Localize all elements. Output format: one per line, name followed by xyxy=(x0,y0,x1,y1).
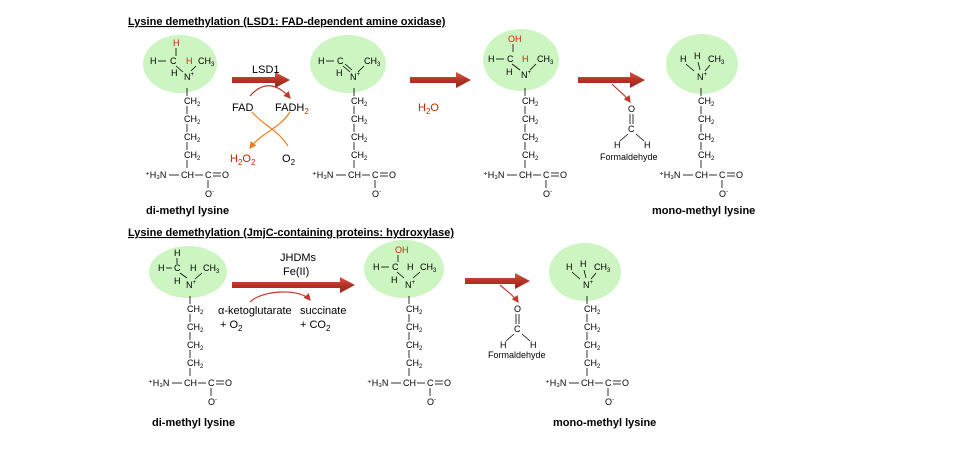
svg-text:H: H xyxy=(150,56,157,66)
svg-text:C: C xyxy=(174,263,181,273)
s1-molecule-imine: H C H CH3 N+ xyxy=(310,35,397,200)
svg-text:CH3: CH3 xyxy=(198,56,215,68)
s1-water-label: H2O xyxy=(418,102,439,116)
s2-cosubstrate-line1: α-ketoglutarate xyxy=(218,305,292,317)
s2-enzyme-line1: JHDMs xyxy=(280,252,317,264)
svg-text:H: H xyxy=(644,140,651,150)
s1-headgroup-circle-2 xyxy=(310,35,386,93)
svg-text:H: H xyxy=(373,262,380,272)
s1-formaldehyde: O C H H Formaldehyde xyxy=(600,104,658,162)
s2-substrate-name: di-methyl lysine xyxy=(152,417,235,429)
svg-text:H: H xyxy=(158,263,165,273)
s1-headgroup-circle-3 xyxy=(483,29,559,91)
svg-text:H: H xyxy=(580,259,587,269)
svg-text:N+: N+ xyxy=(521,70,532,80)
svg-text:H: H xyxy=(488,54,495,64)
s1-product-name: mono-methyl lysine xyxy=(652,205,755,217)
s1-formaldehyde-label: Formaldehyde xyxy=(600,152,658,162)
s2-product-name: mono-methyl lysine xyxy=(553,417,656,429)
s1-enzyme-label: LSD1 xyxy=(252,64,280,76)
svg-text:CH3: CH3 xyxy=(594,262,611,274)
svg-text:H: H xyxy=(694,51,701,61)
s2-coproduct-line1: succinate xyxy=(300,305,346,317)
svg-text:H: H xyxy=(391,275,398,285)
svg-text:H: H xyxy=(186,56,193,66)
svg-text:N+: N+ xyxy=(697,72,708,82)
svg-text:H: H xyxy=(506,67,513,77)
svg-text:N+: N+ xyxy=(350,72,361,82)
section1-title: Lysine demethylation (LSD1: FAD-dependen… xyxy=(128,16,446,28)
s1-molecule-carbinolamine: OH H C H CH3 H N+ xyxy=(482,29,568,200)
svg-text:H: H xyxy=(530,340,537,350)
svg-text:N+: N+ xyxy=(405,280,416,290)
svg-text:C: C xyxy=(337,56,344,66)
s1-headgroup-circle-1 xyxy=(143,35,217,93)
svg-text:C: C xyxy=(507,54,514,64)
svg-text:C: C xyxy=(514,324,521,334)
s2-headgroup-circle-1 xyxy=(149,246,227,298)
svg-text:O: O xyxy=(514,304,521,314)
s1-arrow-3 xyxy=(578,72,645,88)
s2-enzyme-line2: Fe(II) xyxy=(283,266,309,278)
s1-arrow-2 xyxy=(410,72,471,88)
s2-molecule-hydroxymethyl: OH H C H CH3 H N+ xyxy=(364,240,452,408)
svg-text:H: H xyxy=(500,340,507,350)
s2-arrow-1 xyxy=(232,277,355,293)
section2-title: Lysine demethylation (JmjC-containing pr… xyxy=(128,227,454,239)
svg-text:C: C xyxy=(170,56,177,66)
s1-molecule-dimethyl: H H C H CH3 H N+ xyxy=(143,35,230,200)
s2-formaldehyde-label: Formaldehyde xyxy=(488,350,546,360)
s1-molecule-monomethyl: H H CH3 N+ xyxy=(658,34,744,200)
svg-text:H: H xyxy=(174,248,181,258)
s2-headgroup-circle-2 xyxy=(364,240,444,298)
s1-substrate-name: di-methyl lysine xyxy=(146,205,229,217)
svg-text:H: H xyxy=(680,54,687,64)
s1-h2o2-label: H2O2 xyxy=(230,153,256,167)
svg-text:OH: OH xyxy=(395,245,409,255)
s2-arrow-2 xyxy=(465,273,530,289)
svg-text:H: H xyxy=(336,68,343,78)
svg-text:H: H xyxy=(318,56,325,66)
svg-text:N+: N+ xyxy=(186,280,197,290)
svg-text:N+: N+ xyxy=(184,72,195,82)
s1-arrow-1 xyxy=(232,72,290,88)
svg-text:CH3: CH3 xyxy=(420,262,437,274)
s2-molecule-monomethyl: H H CH3 N+ xyxy=(544,243,630,408)
s2-coproduct-line2: + CO2 xyxy=(300,319,331,333)
svg-text:CH3: CH3 xyxy=(364,56,381,68)
s1-fad-label: FAD xyxy=(232,102,253,114)
svg-text:CH3: CH3 xyxy=(708,54,725,66)
svg-text:H: H xyxy=(566,262,573,272)
svg-text:H: H xyxy=(407,262,414,272)
svg-text:C: C xyxy=(392,262,399,272)
s1-o2-label: O2 xyxy=(282,153,296,167)
svg-text:C: C xyxy=(628,124,635,134)
svg-text:H: H xyxy=(171,68,178,78)
s1-fadh2-label: FADH2 xyxy=(275,102,309,116)
s2-formaldehyde: O C H H Formaldehyde xyxy=(488,304,546,360)
svg-text:OH: OH xyxy=(508,34,522,44)
s2-cosubstrate-line2: + O2 xyxy=(220,319,243,333)
s2-headgroup-circle-3 xyxy=(549,243,621,301)
svg-text:H: H xyxy=(174,276,181,286)
svg-text:N+: N+ xyxy=(583,280,594,290)
s2-molecule-dimethyl: H H C H CH3 H N+ xyxy=(147,246,233,408)
svg-text:H: H xyxy=(522,54,529,64)
svg-text:H: H xyxy=(173,38,180,48)
svg-text:H: H xyxy=(190,263,197,273)
svg-text:CH3: CH3 xyxy=(203,263,220,275)
svg-text:O: O xyxy=(628,104,635,114)
svg-text:H: H xyxy=(614,140,621,150)
s1-headgroup-circle-4 xyxy=(666,34,738,94)
svg-text:CH3: CH3 xyxy=(537,54,554,66)
